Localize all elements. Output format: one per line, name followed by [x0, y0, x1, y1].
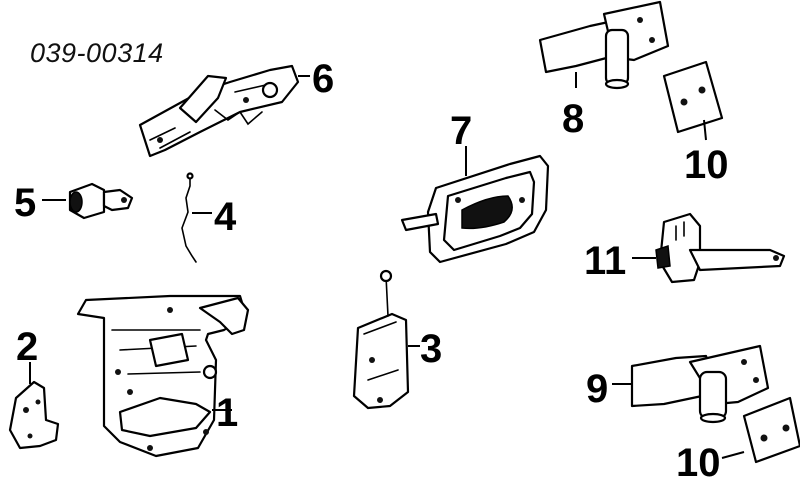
part-8-upper-hinge [538, 0, 670, 90]
part-4-rod [181, 172, 197, 263]
callout-5: 5 [14, 181, 36, 225]
part-7-inside-handle [400, 154, 550, 264]
part-6-lever-mechanism [138, 64, 300, 158]
callout-9: 9 [586, 367, 608, 411]
part-2-bracket [8, 380, 60, 450]
callout-3: 3 [420, 327, 442, 371]
part-5-bushing [68, 182, 134, 220]
part-10-shim-lower [742, 396, 800, 464]
leader-10a [703, 119, 707, 141]
callout-7: 7 [450, 109, 472, 153]
callout-11: 11 [584, 239, 626, 283]
leader-10b [721, 451, 745, 459]
part-9-lower-hinge [630, 344, 770, 424]
callout-1: 1 [216, 391, 238, 435]
callout-2: 2 [16, 325, 38, 369]
callout-6: 6 [312, 57, 334, 101]
callout-10-upper: 10 [684, 143, 729, 187]
part-3-lock-actuator [352, 269, 410, 410]
callout-8: 8 [562, 97, 584, 141]
part-1-door-latch [76, 294, 250, 458]
callout-10-lower: 10 [676, 441, 721, 479]
diagram-code: 039-00314 [30, 38, 164, 68]
part-11-door-check [655, 212, 786, 284]
part-10-shim-upper [662, 60, 724, 134]
callout-4: 4 [214, 195, 237, 239]
